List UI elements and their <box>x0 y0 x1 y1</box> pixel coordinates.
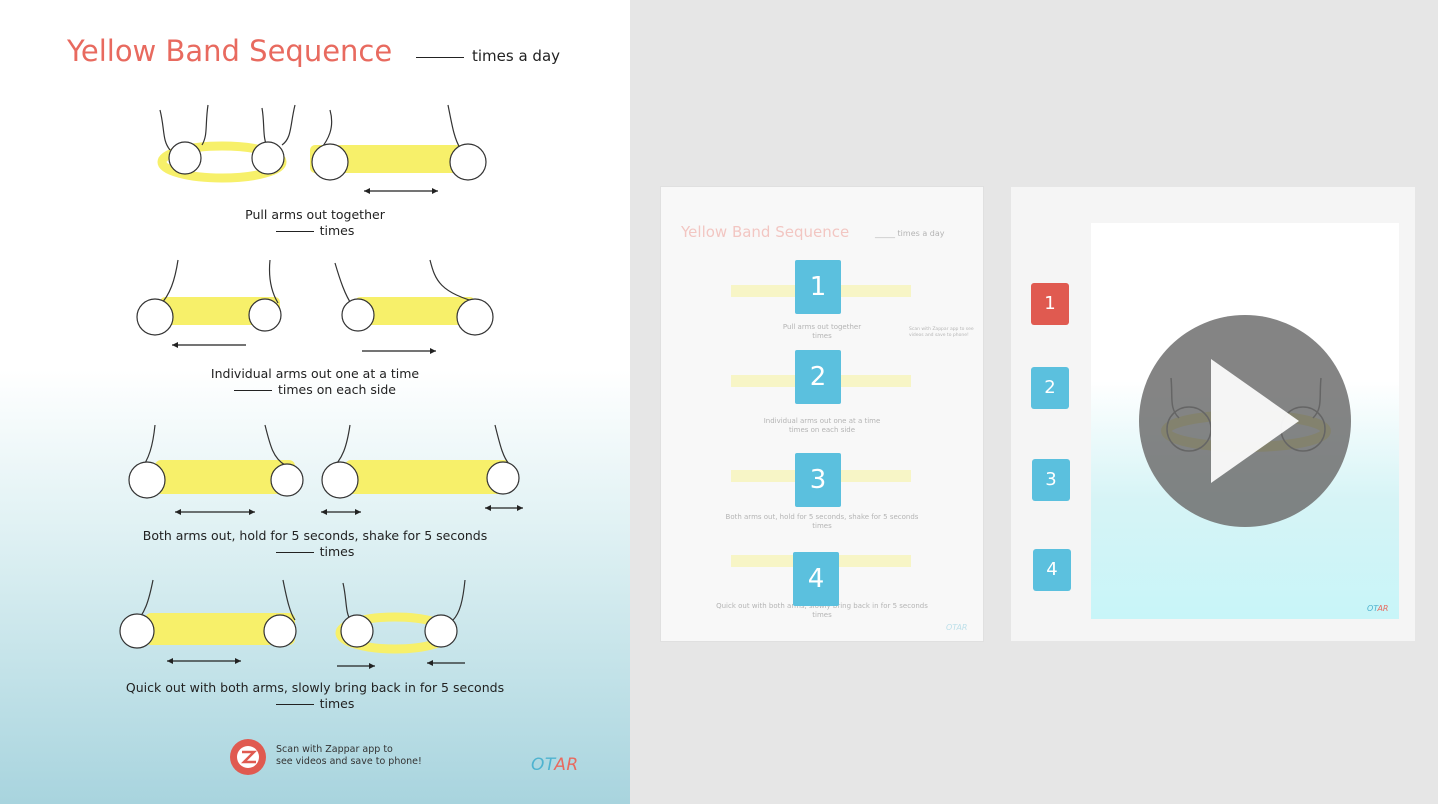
thumbnail-number-2[interactable]: 2 <box>795 350 841 404</box>
exercise-poster: Yellow Band Sequence times a day Pull ar… <box>0 0 630 804</box>
otar-logo: OTAR <box>531 755 579 775</box>
zappar-badge-icon <box>229 738 267 780</box>
exercise-2-illustration <box>130 255 500 355</box>
thumbnail-number-1[interactable]: 1 <box>795 260 841 314</box>
zappar-instructions: Scan with Zappar app to see videos and s… <box>276 744 422 767</box>
thumbnail-faded-poster: Yellow Band Sequence _____ times a day P… <box>661 187 983 641</box>
exercise-2-caption: Individual arms out one at a time times … <box>210 366 420 397</box>
thumbnail-caption-3: Both arms out, hold for 5 seconds, shake… <box>725 513 919 530</box>
exercise-4-caption: Quick out with both arms, slowly bring b… <box>125 680 505 711</box>
thumbnail-illustrations <box>731 285 911 567</box>
video-otar-logo: OTAR <box>1367 604 1389 613</box>
exercise-button-3[interactable]: 3 <box>1032 459 1070 501</box>
play-button[interactable] <box>1139 315 1351 527</box>
poster-thumbnail: Yellow Band Sequence _____ times a day P… <box>660 186 984 642</box>
thumbnail-number-3[interactable]: 3 <box>795 453 841 507</box>
exercise-3-caption: Both arms out, hold for 5 seconds, shake… <box>142 528 488 559</box>
thumbnail-logo: OTAR <box>946 623 968 632</box>
thumbnail-number-4[interactable]: 4 <box>793 552 839 606</box>
thumbnail-times-per-day: _____ times a day <box>875 229 945 238</box>
poster-title: Yellow Band Sequence <box>67 34 393 68</box>
thumbnail-caption-4: Quick out with both arms, slowly bring b… <box>716 602 928 619</box>
exercise-button-2[interactable]: 2 <box>1031 367 1069 409</box>
exercise-4-illustration <box>115 575 475 675</box>
exercise-1-illustration <box>150 100 500 200</box>
exercise-button-4[interactable]: 4 <box>1033 549 1071 591</box>
video-preview[interactable]: OTAR <box>1091 223 1399 619</box>
exercise-1-caption: Pull arms out together times <box>245 207 385 238</box>
play-icon <box>1211 359 1299 483</box>
times-per-day: times a day <box>416 47 560 65</box>
exercise-3-illustration <box>125 420 530 520</box>
video-player-panel: 1 2 3 4 OTAR <box>1010 186 1416 642</box>
thumbnail-title: Yellow Band Sequence <box>681 223 850 241</box>
thumbnail-scan-note: Scan with Zappar app to see videos and s… <box>909 327 974 338</box>
exercise-button-1[interactable]: 1 <box>1031 283 1069 325</box>
